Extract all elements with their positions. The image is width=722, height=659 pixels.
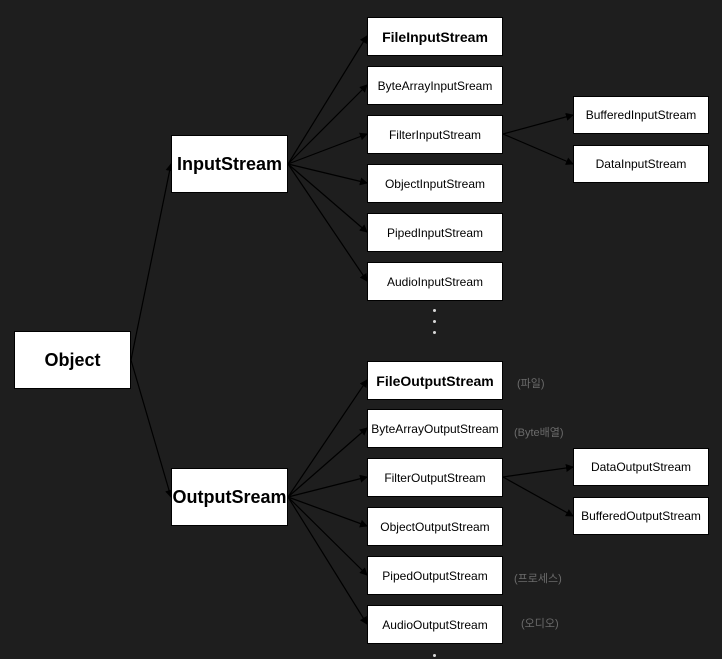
edge-object-inputstream	[130, 163, 174, 361]
filterinputstream-node: FilterInputStream	[367, 115, 503, 154]
process-note: (프로세스)	[514, 573, 562, 585]
audio-note: (오디오)	[521, 618, 559, 630]
fileinputstream-node: FileInputStream	[367, 17, 503, 56]
edge-filteroutput-buffered	[502, 476, 574, 517]
bytearray-note: (Byte배열)	[514, 427, 564, 439]
audioinputstream-node: AudioInputStream	[367, 262, 503, 301]
datainputstream-node: DataInputStream	[573, 145, 709, 183]
edge-outputstream-bytearray	[287, 427, 368, 498]
file-note: (파일)	[517, 378, 545, 390]
edge-filteroutput-data	[502, 464, 574, 478]
edge-filterinput-data	[502, 133, 574, 165]
ellipsis-dot	[433, 654, 436, 657]
ellipsis-dot	[433, 320, 436, 323]
edge-inputstream-file	[287, 35, 368, 165]
edge-inputstream-object	[287, 163, 368, 186]
edge-outputstream-file	[287, 379, 368, 498]
pipedoutputstream-node: PipedOutputStream	[367, 556, 503, 595]
edge-object-outputstream	[130, 359, 173, 498]
bufferedinputstream-node: BufferedInputStream	[573, 96, 709, 134]
bytearrayoutputstream-node: ByteArrayOutputStream	[367, 409, 503, 448]
bytearrayinputstream-node: ByteArrayInputSream	[367, 66, 503, 105]
edge-outputstream-piped	[287, 496, 368, 576]
pipedinputstream-node: PipedInputStream	[367, 213, 503, 252]
edge-inputstream-piped	[287, 163, 368, 233]
edge-outputstream-audio	[287, 496, 368, 625]
ellipsis-dot	[433, 331, 436, 334]
audiooutputstream-node: AudioOutputStream	[367, 605, 503, 644]
dataoutputstream-node: DataOutputStream	[573, 448, 709, 486]
filteroutputstream-node: FilterOutputStream	[367, 458, 503, 497]
objectoutputstream-node: ObjectOutputStream	[367, 507, 503, 546]
object-node: Object	[14, 331, 131, 389]
edge-inputstream-filter	[287, 132, 368, 165]
inputstream-node: InputStream	[171, 135, 288, 193]
edge-filterinput-buffered	[502, 112, 574, 135]
ellipsis-dot	[433, 309, 436, 312]
bufferedoutputstream-node: BufferedOutputStream	[573, 497, 709, 535]
edge-inputstream-audio	[287, 163, 368, 282]
objectinputstream-node: ObjectInputStream	[367, 164, 503, 203]
outputstream-node: OutputSream	[171, 468, 288, 526]
edge-outputstream-object	[287, 496, 368, 528]
edge-outputstream-filter	[287, 474, 368, 498]
edge-inputstream-bytearray	[287, 84, 368, 165]
fileoutputstream-node: FileOutputStream	[367, 361, 503, 400]
